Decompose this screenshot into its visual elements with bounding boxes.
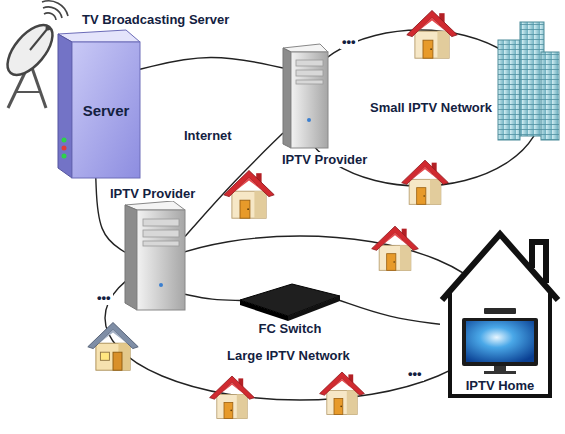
network-node: FC Switch bbox=[240, 283, 340, 318]
server-box bbox=[58, 30, 140, 178]
home-node: IPTV Home bbox=[440, 228, 560, 403]
house-icon bbox=[372, 226, 419, 270]
network-link bbox=[185, 294, 240, 300]
diagram-label: TV Broadcasting Server bbox=[80, 12, 231, 27]
diagram-label: Internet bbox=[182, 128, 234, 143]
node-label: FC Switch bbox=[257, 321, 324, 336]
house-outline bbox=[440, 228, 560, 403]
house-icon bbox=[88, 323, 138, 371]
node-label: IPTV Provider bbox=[280, 152, 369, 167]
network-node: IPTV Provider bbox=[125, 205, 185, 310]
network-link bbox=[140, 58, 283, 70]
network-link bbox=[185, 133, 283, 237]
house-icon bbox=[210, 376, 255, 418]
diagram-label: Large IPTV Network bbox=[225, 348, 352, 363]
diagram-label: ••• bbox=[406, 366, 424, 381]
diagram-label: Small IPTV Network bbox=[368, 100, 494, 115]
node-label: IPTV Provider bbox=[108, 186, 197, 201]
house-icon bbox=[224, 171, 274, 219]
apartment-buildings bbox=[498, 22, 559, 140]
node-text: Server bbox=[72, 42, 140, 178]
provider-tower bbox=[125, 201, 185, 310]
house-icon bbox=[407, 11, 457, 59]
network-node: IPTV Provider bbox=[283, 48, 328, 148]
network-node: Server bbox=[72, 42, 140, 178]
node-label: IPTV Home bbox=[464, 378, 537, 393]
network-link bbox=[340, 301, 440, 325]
provider-tower bbox=[283, 44, 328, 148]
house-icon bbox=[402, 160, 449, 204]
switch-device bbox=[240, 284, 340, 321]
diagram-label: ••• bbox=[95, 290, 113, 305]
house-icon bbox=[320, 372, 365, 414]
diagram-label: ••• bbox=[340, 34, 358, 49]
